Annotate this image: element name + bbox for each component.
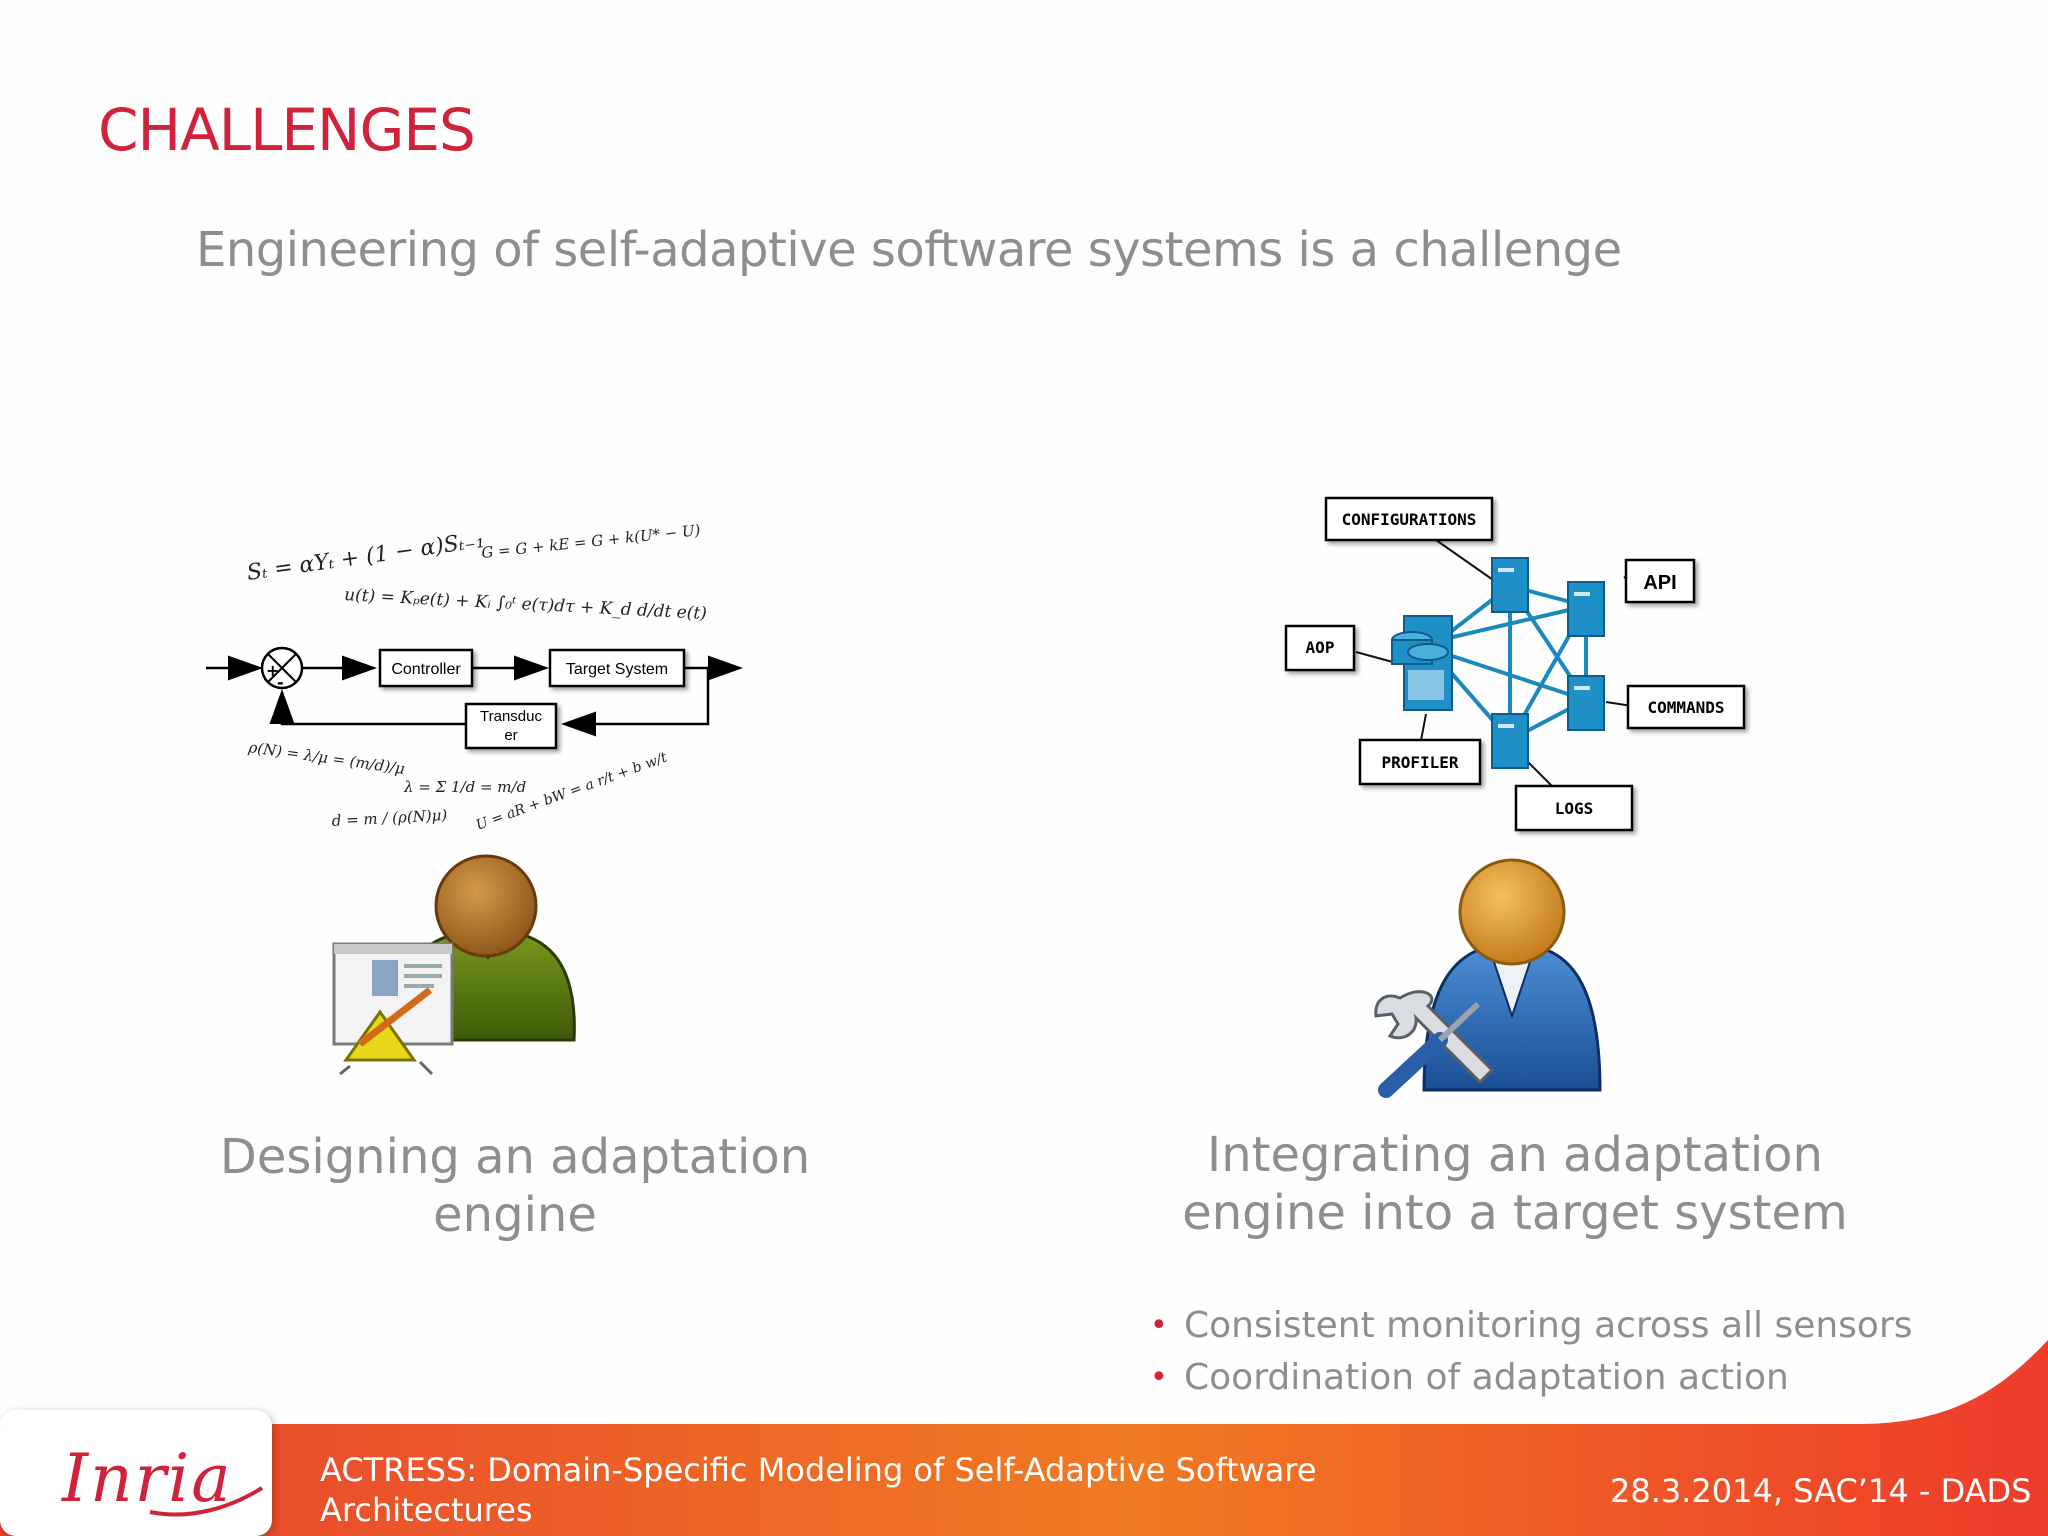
formula-arrival-rate: λ = Σ 1/d = m/d bbox=[403, 778, 526, 796]
network-label-configurations: CONFIGURATIONS bbox=[1342, 510, 1477, 529]
summing-minus: - bbox=[277, 673, 284, 692]
designer-icon bbox=[332, 854, 576, 1076]
network-label-api: API bbox=[1643, 572, 1676, 594]
server-icon bbox=[1491, 557, 1529, 613]
slide-subtitle: Engineering of self-adaptive software sy… bbox=[196, 222, 1622, 278]
inria-logo: Inria bbox=[62, 1440, 233, 1517]
server-icon bbox=[1491, 713, 1529, 769]
left-caption: Designing an adaptation engine bbox=[219, 1129, 811, 1243]
bullet-icon: • bbox=[1150, 1360, 1168, 1395]
control-loop-diagram: + - Controller Target System Transduc er bbox=[206, 646, 743, 750]
formula-exponential-smoothing: Sₜ = αYₜ + (1 − α)Sₜ₋₁ bbox=[245, 528, 486, 586]
server-icon bbox=[1567, 581, 1605, 637]
bullet-item: • Coordination of adaptation action bbox=[1150, 1352, 1913, 1404]
footer-date: 28.3.2014, SAC’14 - DADS bbox=[1610, 1472, 2032, 1510]
engineer-icon bbox=[1374, 858, 1602, 1098]
bullet-icon: • bbox=[1150, 1308, 1168, 1343]
right-caption: Integrating an adaptation engine into a … bbox=[1182, 1127, 1848, 1241]
network-diagram: CONFIGURATIONS API AOP COMMANDS PROFILER… bbox=[1284, 496, 1746, 832]
controller-label: Controller bbox=[391, 661, 461, 678]
database-server-icon bbox=[1391, 615, 1453, 711]
network-label-logs: LOGS bbox=[1555, 799, 1594, 818]
footer-band bbox=[0, 1340, 2048, 1536]
network-label-aop: AOP bbox=[1306, 638, 1335, 657]
bullet-item: • Consistent monitoring across all sensor… bbox=[1150, 1300, 1913, 1352]
formula-demand: d = m / (ρ(N)μ) bbox=[331, 806, 448, 830]
transducer-label-2: er bbox=[504, 727, 517, 744]
network-label-profiler: PROFILER bbox=[1381, 753, 1458, 772]
formula-gain: G = G + kE = G + k(U* − U) bbox=[481, 521, 702, 562]
summing-plus: + bbox=[266, 661, 279, 680]
bullet-list: • Consistent monitoring across all sensor… bbox=[1150, 1300, 1913, 1404]
server-icon bbox=[1567, 675, 1605, 731]
formula-utilization: ρ(N) = λ/μ = (m/d)/μ bbox=[246, 738, 406, 778]
bullet-text: Consistent monitoring across all sensors bbox=[1184, 1305, 1913, 1346]
bullet-text: Coordination of adaptation action bbox=[1184, 1357, 1789, 1398]
network-label-commands: COMMANDS bbox=[1647, 698, 1724, 717]
target-system-label: Target System bbox=[566, 661, 668, 678]
footer-logo-panel bbox=[0, 1410, 272, 1536]
formula-pid: u(t) = Kₚe(t) + Kᵢ ∫₀ᵗ e(τ)dτ + K_d d/dt… bbox=[344, 585, 708, 624]
logo-swoosh bbox=[149, 1486, 264, 1517]
slide-title: CHALLENGES bbox=[98, 96, 476, 164]
transducer-label-1: Transduc bbox=[480, 708, 542, 725]
footer-title: ACTRESS: Domain-Specific Modeling of Sel… bbox=[320, 1451, 1317, 1529]
